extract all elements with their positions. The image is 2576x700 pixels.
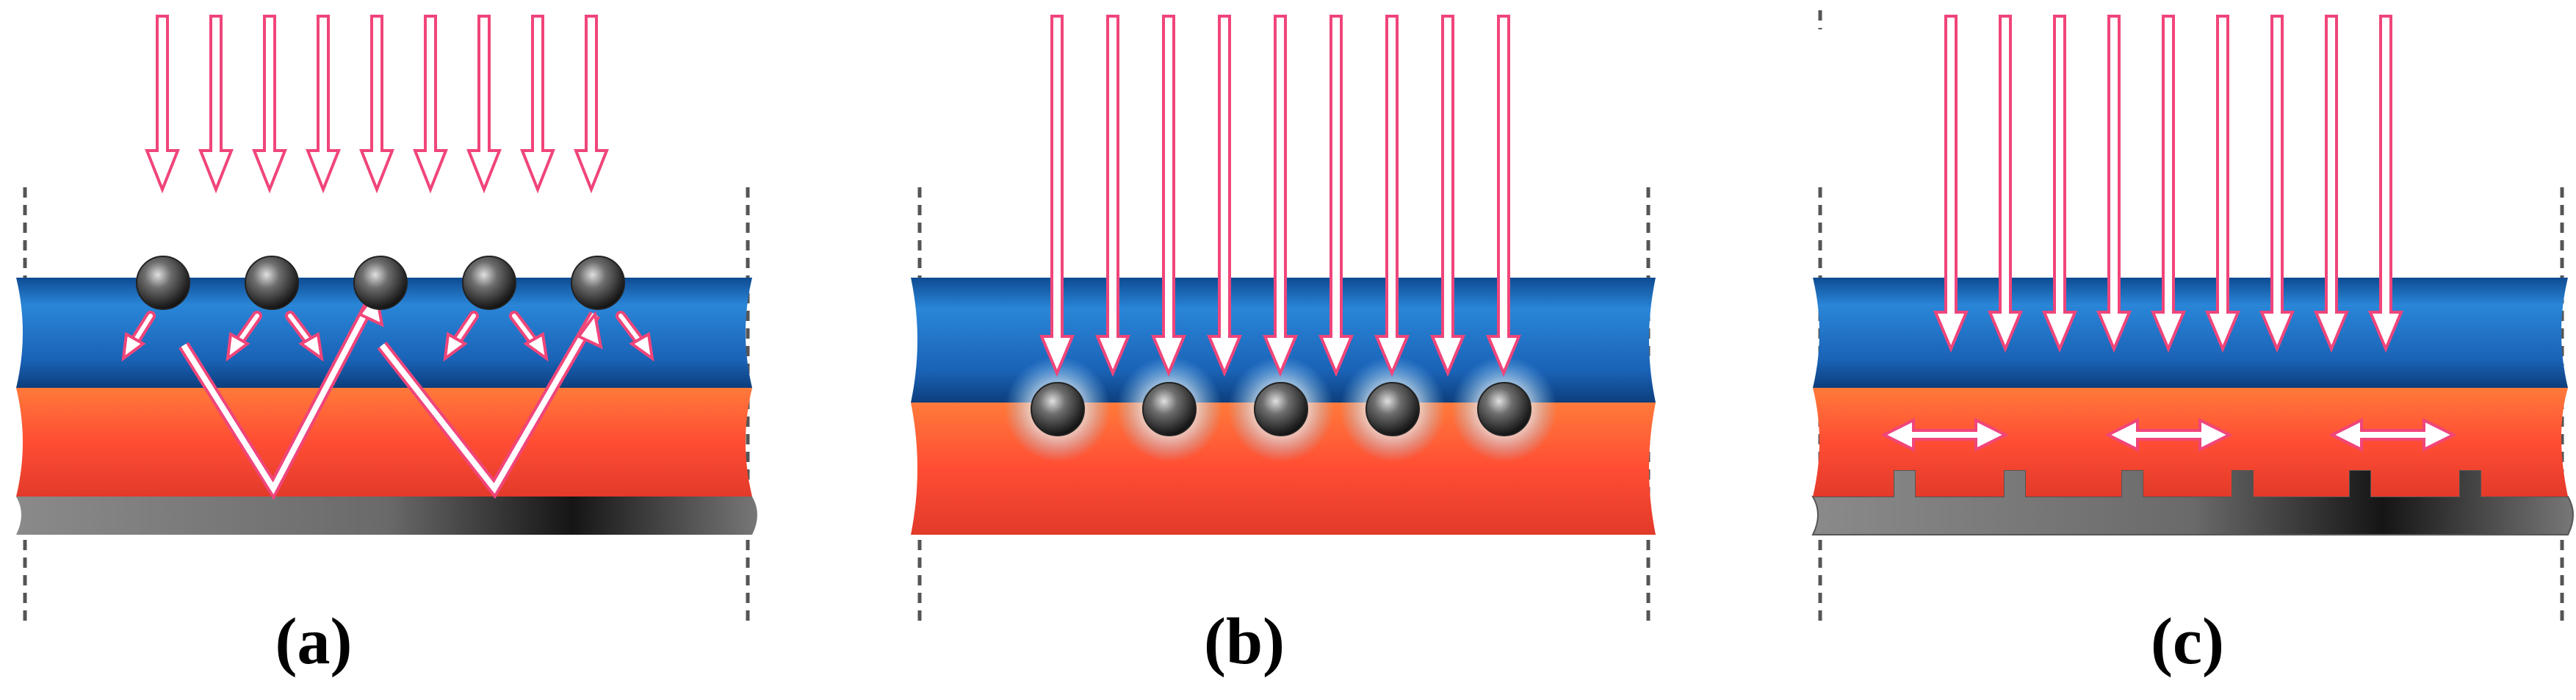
nanoparticle xyxy=(571,256,625,310)
nanoparticle xyxy=(1365,382,1420,436)
light-arrow xyxy=(1262,15,1299,378)
metal-nanoparticles xyxy=(1031,382,1531,436)
light-arrow xyxy=(2150,15,2187,353)
metal-substrate xyxy=(16,497,757,535)
light-arrow xyxy=(2204,15,2241,353)
light-arrow xyxy=(1374,15,1410,378)
light-arrow xyxy=(359,15,394,194)
double-arrow xyxy=(2328,417,2457,452)
light-arrow xyxy=(1094,15,1131,378)
guided-light-path xyxy=(178,289,603,501)
light-arrow xyxy=(306,15,341,194)
nanoparticle xyxy=(1254,382,1308,436)
light-arrow xyxy=(520,15,555,194)
light-arrow xyxy=(2096,15,2132,353)
surface-plasmon-arrows xyxy=(1880,417,2457,452)
light-arrow xyxy=(1039,15,1075,378)
light-arrow xyxy=(1429,15,1466,378)
light-arrow xyxy=(1150,15,1187,378)
panel-a-caption: (a) xyxy=(275,605,353,678)
scattering-arrows xyxy=(121,311,654,362)
absorber-layer xyxy=(16,388,752,497)
light-arrow xyxy=(1987,15,2024,353)
light-arrow xyxy=(2313,15,2350,353)
incident-light-arrows xyxy=(1933,15,2404,353)
light-arrow xyxy=(466,15,502,194)
light-arrow xyxy=(1206,15,1243,378)
nanoparticle xyxy=(245,256,299,310)
light-arrow xyxy=(1485,15,1522,378)
nanoparticle xyxy=(1477,382,1531,436)
absorber-layer xyxy=(1813,388,2568,497)
double-arrow xyxy=(1880,417,2009,452)
light-arrow xyxy=(2259,15,2295,353)
double-arrow xyxy=(2104,417,2233,452)
nanoparticle xyxy=(1031,382,1085,436)
light-arrow xyxy=(252,15,287,194)
light-arrow xyxy=(2041,15,2078,353)
light-arrow xyxy=(145,15,180,194)
panel-b-caption: (b) xyxy=(1204,605,1285,678)
light-arrow xyxy=(1318,15,1354,378)
top-layer xyxy=(1813,278,2568,388)
light-arrow xyxy=(413,15,448,194)
light-arrow xyxy=(574,15,609,194)
light-arrow xyxy=(2367,15,2404,353)
nanoparticle xyxy=(136,256,190,310)
nanoparticle xyxy=(1142,382,1197,436)
panel-b-diagram xyxy=(911,15,1656,628)
panel-c-diagram xyxy=(1811,10,2574,628)
metal-nanoparticles xyxy=(136,256,625,310)
light-arrow xyxy=(198,15,234,194)
nanoparticle xyxy=(353,256,408,310)
incident-light-arrows xyxy=(1039,15,1522,378)
panel-c-caption: (c) xyxy=(2151,605,2224,678)
nanoparticle xyxy=(462,256,516,310)
incident-light-arrows xyxy=(145,15,609,194)
panel-a-diagram xyxy=(16,15,757,628)
light-arrow xyxy=(1933,15,1969,353)
